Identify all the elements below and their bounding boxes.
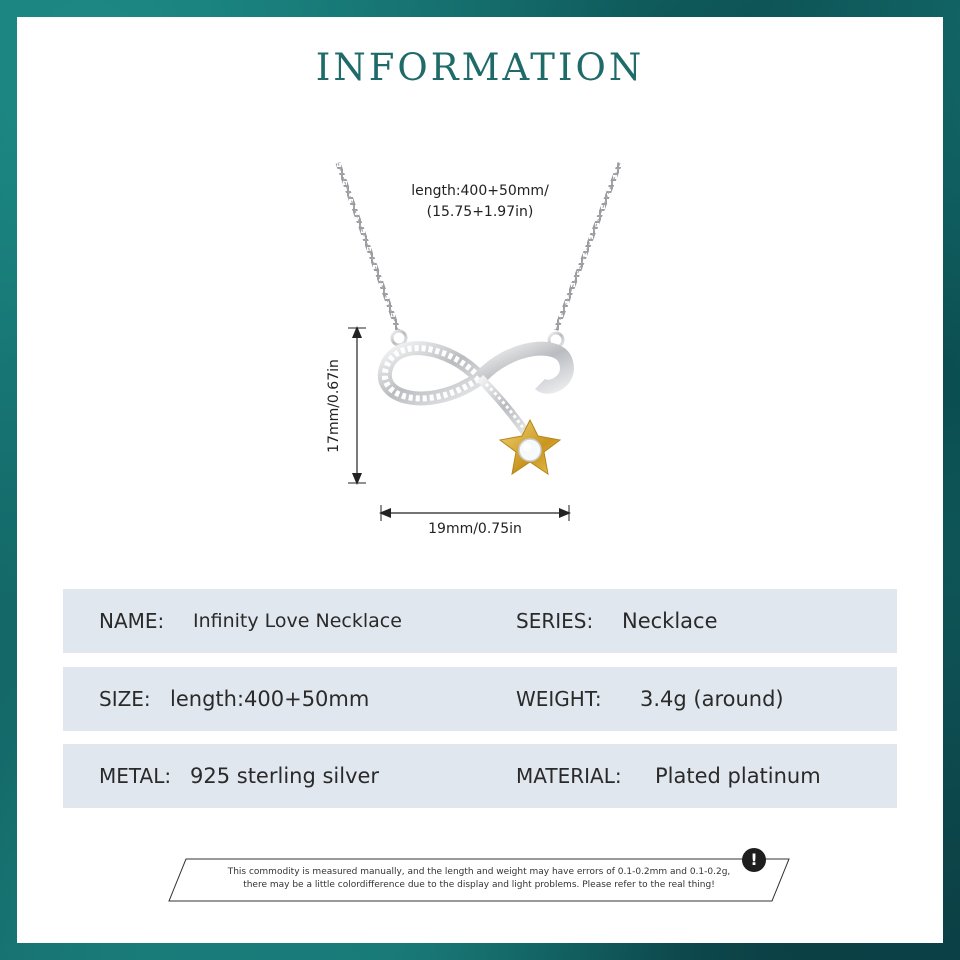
height-label: 17mm/0.67in: [326, 359, 342, 453]
spec-row-metal-material: METAL: 925 sterling silver MATERIAL: Pla…: [63, 744, 897, 808]
exclamation-icon: !: [742, 848, 766, 872]
page-title: INFORMATION: [315, 46, 645, 89]
length-label-mm: length:400+50mm/: [411, 183, 549, 199]
size-key: SIZE:: [99, 687, 151, 711]
metal-value: 925 sterling silver: [190, 764, 380, 788]
weight-value: 3.4g (around): [640, 687, 784, 711]
spec-row-size-weight: SIZE: length:400+50mm WEIGHT: 3.4g (arou…: [63, 667, 897, 731]
name-key: NAME:: [99, 609, 165, 633]
material-key: MATERIAL:: [516, 764, 622, 788]
chain-right: [553, 162, 623, 331]
metal-key: METAL:: [99, 764, 172, 788]
size-value: length:400+50mm: [170, 687, 370, 711]
weight-key: WEIGHT:: [516, 687, 602, 711]
notice-line-2: there may be a little colordifference du…: [243, 880, 715, 890]
series-key: SERIES:: [516, 609, 594, 633]
name-value: Infinity Love Necklace: [193, 610, 402, 632]
notice-box: [168, 858, 790, 902]
width-label: 19mm/0.75in: [428, 521, 522, 537]
notice-line-1: This commodity is measured manually, and…: [227, 867, 731, 877]
necklace-illustration: [335, 162, 623, 521]
material-value: Plated platinum: [655, 764, 821, 788]
length-label-in: (15.75+1.97in): [426, 204, 534, 220]
series-value: Necklace: [622, 609, 718, 633]
spec-row-name-series: NAME: Infinity Love Necklace SERIES: Nec…: [63, 589, 897, 653]
